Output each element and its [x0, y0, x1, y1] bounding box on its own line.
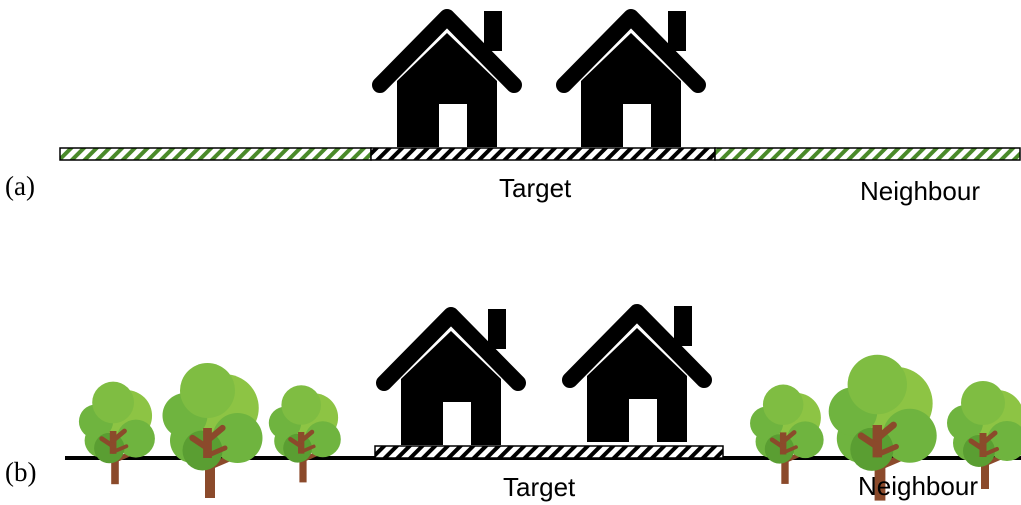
panel-a: (a) Target Neighbour	[5, 11, 1021, 206]
target-ground	[370, 147, 716, 161]
tree-icon	[79, 382, 155, 485]
house-icon	[384, 309, 518, 445]
target-label: Target	[503, 472, 576, 502]
panel-label: (b)	[5, 457, 36, 487]
house-icon	[564, 11, 698, 147]
panel-label: (a)	[5, 171, 35, 201]
house-icon	[380, 11, 514, 147]
neighbour-ground-left	[59, 147, 372, 161]
target-label: Target	[499, 173, 572, 203]
neighbour-label: Neighbour	[858, 471, 978, 501]
tree-icon	[750, 385, 824, 484]
tree-icon	[269, 385, 341, 482]
neighbour-label: Neighbour	[860, 176, 980, 206]
panel-b: (b) Target Neighbour	[5, 306, 1021, 502]
house-icon	[570, 306, 704, 442]
neighbour-ground-right	[714, 147, 1021, 161]
target-ground	[374, 445, 724, 459]
tree-icon	[163, 363, 263, 498]
